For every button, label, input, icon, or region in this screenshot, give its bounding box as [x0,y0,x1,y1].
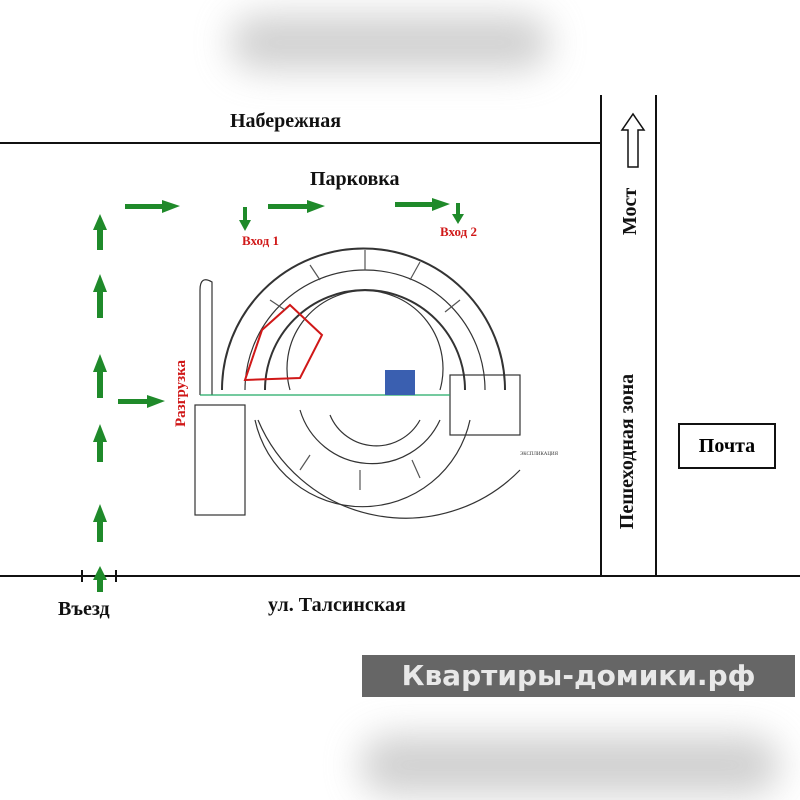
parking-label: Парковка [310,168,400,190]
arrow-up [93,504,107,542]
arrow-up-outline [620,112,646,168]
traffic-arrows [93,198,464,592]
street-top-label: Набережная [230,110,342,132]
svg-text:ЭКСПЛИКАЦИЯ: ЭКСПЛИКАЦИЯ [520,452,559,457]
arrow-right [125,200,180,213]
arrow-up [93,214,107,250]
drive-in-label: Въезд [58,598,110,620]
arrow-up [93,566,107,592]
arrow-right [118,395,165,408]
arrow-down [239,207,251,231]
road-lines [0,95,800,582]
street-bottom-label: ул. Талсинская [268,594,406,616]
unloading-label: Разгрузка [173,359,190,428]
arrow-right [395,198,450,211]
building-floor-plan: ЭКСПЛИКАЦИЯ [194,247,559,519]
post-office-box: Почта [678,423,776,469]
entrance-1-label: Вход 1 [242,233,279,248]
arrow-up [93,424,107,462]
blur-bottom [360,735,780,795]
arrow-up [93,354,107,398]
arrow-right [268,200,325,213]
watermark-logo: Квартиры-домики.рф [362,655,795,697]
arrow-down [452,203,464,224]
blur-top [230,15,550,70]
arrow-up [93,274,107,318]
bridge-label: Мост [619,187,642,236]
entrance-2-label: Вход 2 [440,224,477,239]
pedestrian-zone-label: Пешеходная зона [616,373,639,530]
